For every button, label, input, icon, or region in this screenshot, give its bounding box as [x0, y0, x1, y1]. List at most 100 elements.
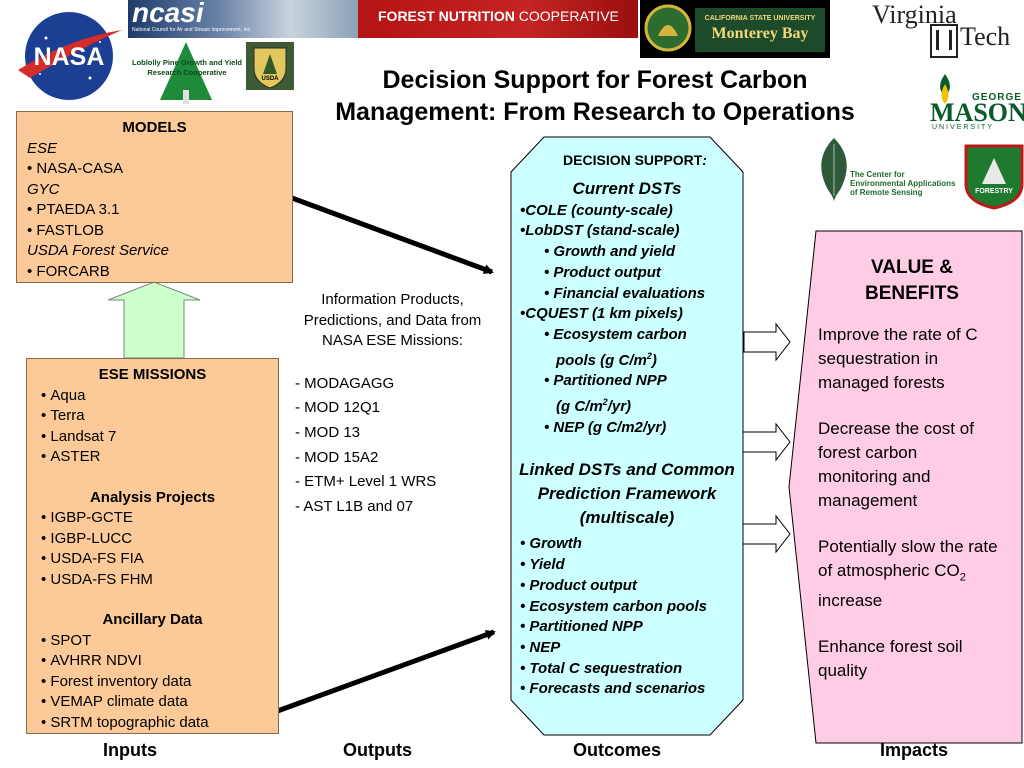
dss-caption-text: DECISION SUPPORT [563, 152, 703, 168]
footer-inputs: Inputs [103, 740, 157, 760]
models-item: NASA-CASA [27, 159, 282, 180]
linked-item: Ecosystem carbon pools [512, 597, 742, 618]
tech-text: Tech [960, 22, 1011, 51]
dst-subitem: Product output [512, 263, 742, 284]
ancillary-item: SRTM topographic data [41, 713, 264, 734]
footer-impacts: Impacts [880, 740, 949, 760]
models-group-label: GYC [27, 180, 60, 198]
missions-box: ESE MISSIONS Aqua Terra Landsat 7 ASTER … [26, 358, 279, 734]
csumb-logo: CALIFORNIA STATE UNIVERSITY Monterey Bay [640, 0, 830, 58]
forest-nutrition-logo: FOREST NUTRITION COOPERATIVE [358, 0, 638, 38]
product-item: - MODAGAGG [295, 374, 395, 392]
models-to-dss-arrow [291, 195, 494, 275]
loblolly-logo: Loblolly Pine Growth and Yield Research … [128, 40, 246, 104]
loblolly-text: Loblolly Pine Growth and Yield Research … [131, 58, 242, 77]
dst-subitem: Ecosystem carbon [512, 325, 742, 346]
footer-outcomes: Outcomes [573, 740, 662, 760]
university-text: UNIVERSITY [932, 124, 995, 131]
ncasi-logo: ncasi National Council for Air and Strea… [128, 0, 360, 38]
forestry-text: FORESTRY [975, 188, 1013, 195]
outputs-block: Information Products, Predictions, and D… [295, 290, 490, 520]
linked-item: Yield [512, 555, 742, 576]
dst-item: COLE (county-scale) [512, 201, 742, 222]
linked-item: NEP [512, 638, 742, 659]
ancillary-item: SPOT [41, 631, 264, 652]
forest-nutrition-text: FOREST NUTRITION [378, 8, 515, 24]
ancillary-item: VEMAP climate data [41, 692, 264, 713]
missions-heading: ESE MISSIONS [98, 366, 207, 383]
linked-item: Product output [512, 576, 742, 597]
analysis-item: IGBP-GCTE [41, 508, 264, 529]
ceaRS-text: The Center for Environmental Application… [850, 170, 956, 197]
mission-item: Terra [41, 406, 264, 427]
models-item: FASTLOB [27, 221, 282, 242]
linked-item: Growth [512, 534, 742, 555]
analysis-item: IGBP-LUCC [41, 529, 264, 550]
models-group-label: USDA Forest Service [27, 242, 169, 259]
ncasi-subtitle: National Council for Air and Stream Impr… [132, 27, 252, 33]
dss-to-value-arrow-3 [737, 514, 791, 554]
dss-caption-colon: : [702, 152, 707, 168]
outputs-intro: Information Products, Predictions, and D… [303, 291, 482, 349]
usfs-text: USDA [261, 76, 279, 82]
linked-item: Total C sequestration [512, 659, 742, 680]
ancillary-item: Forest inventory data [41, 672, 264, 693]
linked-item: Partitioned NPP [512, 617, 742, 638]
dst-subitem: Growth and yield [512, 242, 742, 263]
title-line-1: Decision Support for Forest Carbon [382, 66, 808, 94]
value-benefits-box: VALUE & BENEFITS Improve the rate of C s… [818, 255, 998, 705]
value-benefits-shape [788, 230, 1023, 744]
benefit-item: Decrease the cost of forest carbon monit… [818, 419, 974, 510]
benefit-text: increase [818, 591, 883, 611]
decision-support-box: DECISION SUPPORT: Current DSTs COLE (cou… [512, 150, 742, 700]
models-box: MODELS ESE NASA-CASA GYC PTAEDA 3.1 FAST… [16, 111, 293, 283]
usfs-shield-logo: USDA [246, 42, 294, 90]
ceaRS-logo: The Center for Environmental Application… [810, 136, 960, 208]
product-item: - MOD 15A2 [295, 448, 379, 466]
ncasi-wordmark: ncasi [132, 0, 204, 28]
dst-subitem: Financial evaluations [512, 284, 742, 305]
current-dsts-heading: Current DSTs [572, 178, 682, 198]
page-title: Decision Support for Forest Carbon Manag… [290, 64, 900, 128]
dst-superscript: 2 [602, 397, 608, 408]
dst-item: CQUEST (1 km pixels) [512, 304, 742, 325]
product-item: - ETM+ Level 1 WRS [295, 473, 437, 491]
nasa-logo: NASA [10, 8, 128, 104]
cooperative-text: COOPERATIVE [518, 8, 619, 24]
product-item: - MOD 12Q1 [295, 399, 381, 417]
dst-subitem-cont: pools (g C/m2) [512, 346, 742, 372]
nasa-wordmark: NASA [34, 43, 105, 71]
mission-item: Landsat 7 [41, 427, 264, 448]
dss-to-value-arrow-1 [743, 322, 791, 362]
analysis-item: USDA-FS FIA [41, 549, 264, 570]
dst-subitem-cont: (g C/m2/yr) [512, 392, 742, 418]
footer-outputs: Outputs [343, 740, 412, 760]
benefit-item: Improve the rate of C sequestration in m… [818, 325, 978, 392]
analysis-item: USDA-FS FHM [41, 570, 264, 591]
dst-item: LobDST (stand-scale) [512, 221, 742, 242]
vt-shield-icon [930, 24, 958, 58]
value-benefits-heading: VALUE & BENEFITS [865, 257, 959, 304]
title-line-2: Management: From Research to Operations [335, 98, 855, 126]
models-group-label: ESE [27, 139, 58, 157]
mission-item: Aqua [41, 386, 264, 407]
models-item: PTAEDA 3.1 [27, 200, 282, 221]
missions-to-models-arrow [107, 281, 201, 359]
missions-to-dss-arrow [271, 629, 496, 716]
dss-caption: DECISION SUPPORT: [528, 150, 742, 171]
linked-dsts-heading: Linked DSTs and Common Prediction Framew… [519, 460, 735, 528]
ancillary-heading: Ancillary Data [102, 611, 203, 628]
dss-to-value-arrow-2 [737, 422, 791, 462]
linked-item: Forecasts and scenarios [512, 679, 742, 700]
benefit-text: Potentially slow the rate of atmospheric… [818, 537, 998, 580]
dst-subitem: Partitioned NPP [512, 371, 742, 392]
csumb-line2: Monterey Bay [711, 25, 808, 42]
dst-subitem-text: pools (g C/m [556, 351, 647, 369]
dst-subitem-text: (g C/m [556, 398, 603, 416]
dst-subitem: NEP (g C/m2/yr) [512, 418, 742, 439]
dst-superscript: 2 [646, 350, 652, 361]
dst-subitem-text: /yr) [607, 398, 632, 416]
benefit-item: Potentially slow the rate of atmospheric… [818, 535, 998, 613]
virginia-tech-logo: Virginia Tech [868, 0, 1024, 62]
